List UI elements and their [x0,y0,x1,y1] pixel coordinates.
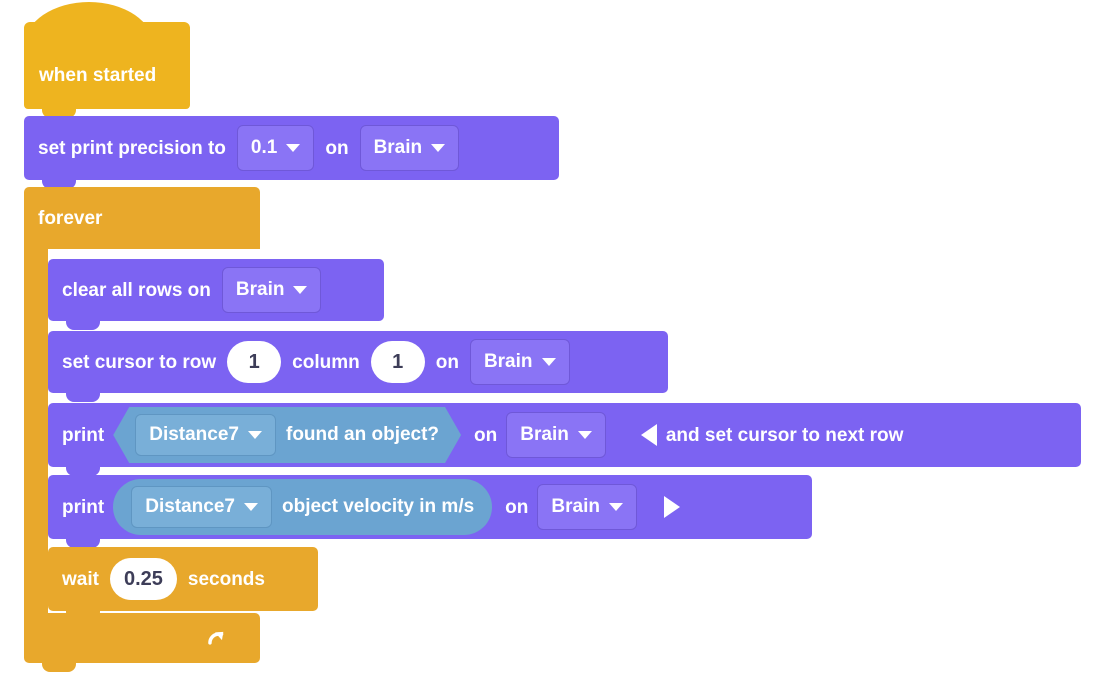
when-started-label: when started [39,65,157,86]
object-velocity-label: object velocity in m/s [282,496,475,517]
found-an-object-label: found an object? [286,424,440,445]
set-print-precision-label: set print precision to [38,137,226,159]
set-print-precision-bottom-nub [42,180,76,189]
on-label-print-1: on [474,424,498,446]
block-forever-header[interactable]: forever [24,187,260,249]
chevron-down-icon [248,431,262,439]
dropdown-sensor-object-velocity[interactable]: Distance7 [131,486,272,528]
dropdown-sensor-found-object[interactable]: Distance7 [135,414,276,456]
print-object-velocity-bottom-nub [66,539,100,548]
dropdown-device-print-2-value: Brain [551,496,600,517]
forever-bottom-nub [42,663,76,672]
block-wait[interactable]: wait 0.25 seconds [48,547,318,620]
block-print-found-object[interactable]: print Distance7 found an object? on Brai… [48,403,1081,476]
hat-body [24,22,190,109]
triangle-left-icon[interactable] [640,424,657,446]
dropdown-device-clear[interactable]: Brain [221,267,322,313]
set-cursor-row-label: set cursor to row [62,351,217,373]
dropdown-device-cursor-value: Brain [483,351,533,372]
input-cursor-column[interactable]: 1 [370,341,425,383]
dropdown-print-precision-value: 0.1 [250,137,278,158]
input-wait-seconds[interactable]: 0.25 [109,558,177,600]
block-forever-footer[interactable] [24,613,260,672]
reporter-distance-found-object[interactable]: Distance7 found an object? [113,407,461,463]
print-found-object-bottom-nub [66,467,100,476]
block-when-started[interactable]: when started [24,2,190,118]
dropdown-device-precision[interactable]: Brain [359,125,460,171]
input-cursor-row[interactable]: 1 [227,341,282,383]
wait-bottom-nub [66,611,100,620]
print-label-1: print [62,424,105,446]
block-set-print-precision[interactable]: set print precision to 0.1 on Brain [24,116,559,189]
chevron-down-icon [244,503,258,511]
block-print-object-velocity[interactable]: print Distance7 object velocity in m/s o… [48,475,812,548]
triangle-right-icon[interactable] [663,496,680,518]
clear-all-rows-label: clear all rows on [62,279,211,301]
dropdown-device-print-2[interactable]: Brain [537,484,637,530]
print-label-2: print [62,496,105,518]
forever-label: forever [38,207,103,229]
seconds-label: seconds [187,568,265,590]
and-set-cursor-next-row-label: and set cursor to next row [665,424,904,446]
dropdown-print-precision[interactable]: 0.1 [236,125,315,171]
chevron-down-icon [577,431,592,439]
dropdown-device-print-1[interactable]: Brain [506,412,606,458]
column-label: column [292,351,360,373]
reporter-distance-object-velocity[interactable]: Distance7 object velocity in m/s [113,479,493,535]
chevron-down-icon [286,144,301,152]
chevron-down-icon [608,503,623,511]
clear-all-rows-bottom-nub [66,321,100,330]
hat-bottom-nub [42,109,76,118]
dropdown-device-clear-value: Brain [235,279,285,300]
block-set-cursor[interactable]: set cursor to row 1 column 1 on Brain [48,331,668,402]
chevron-down-icon [431,144,446,152]
on-label-cursor: on [435,351,459,373]
wait-label: wait [62,568,99,590]
set-cursor-bottom-nub [66,393,100,402]
dropdown-device-precision-value: Brain [373,137,423,158]
block-clear-all-rows[interactable]: clear all rows on Brain [48,259,384,330]
forever-left-wall [24,249,48,613]
dropdown-sensor-object-velocity-value: Distance7 [145,496,235,517]
on-label-print-2: on [505,496,529,518]
chevron-down-icon [541,358,556,366]
loop-arrow-icon [208,631,224,645]
dropdown-device-cursor[interactable]: Brain [469,339,570,385]
chevron-down-icon [293,286,308,294]
on-label-precision: on [325,137,349,159]
dropdown-device-print-1-value: Brain [520,424,569,445]
dropdown-sensor-found-object-value: Distance7 [149,424,239,445]
